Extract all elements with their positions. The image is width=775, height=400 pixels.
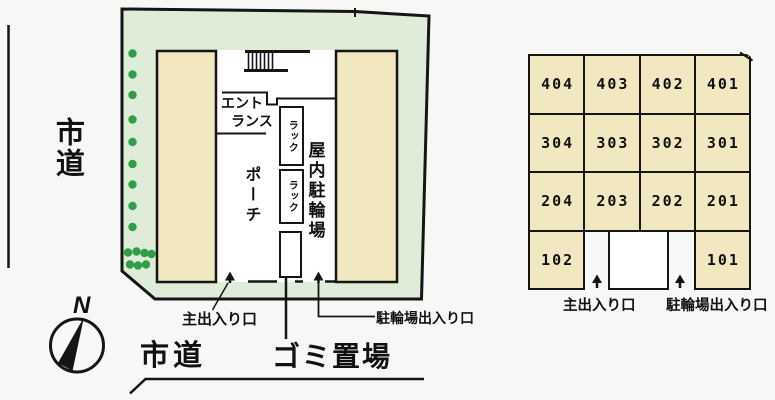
grid-corner-cut: [733, 44, 759, 62]
unit-cell-302: 302: [638, 112, 696, 173]
right-building: [334, 49, 399, 284]
unit-cell-204: 204: [528, 171, 586, 232]
bike-rack-1-label: ラック: [286, 119, 298, 153]
unit-cell-201: 201: [693, 171, 751, 232]
garbage-box: [279, 231, 302, 278]
entrance-label-line2: ランス: [231, 113, 273, 129]
unit-cell-202: 202: [638, 171, 696, 232]
grid-main-exit-label: 主出入り口: [563, 298, 636, 314]
main-exit-leader-line: [211, 282, 229, 311]
west-road-label: 市道: [51, 117, 84, 179]
south-road-label: 市道: [140, 340, 207, 372]
stairs-icon: [244, 50, 310, 72]
unit-cell-403: 403: [583, 54, 641, 115]
bike-rack-2-label: ラック: [286, 180, 298, 213]
courtyard-area: [216, 50, 336, 282]
bike-exit-leader-line: [317, 282, 375, 318]
bike-rack-2-box: [279, 169, 304, 224]
garbage-area-label: ゴミ置場: [272, 341, 393, 372]
unit-cell-301: 301: [693, 112, 751, 173]
unit-cell-401: 401: [693, 54, 751, 115]
bike-rack-1-box: [279, 106, 304, 166]
unit-cell-404: 404: [528, 54, 586, 115]
entrance-label-line1: エント: [221, 95, 263, 111]
entrance-step-line: [222, 91, 336, 106]
grid-bike-exit-label: 駐輪場出入り口: [666, 298, 768, 314]
tree-dots: [123, 49, 156, 270]
porch-label: ポーチ: [242, 166, 260, 226]
left-building: [155, 49, 218, 284]
compass-icon: [49, 317, 105, 374]
south-road-line: [129, 377, 424, 395]
unit-cell-101: 101: [693, 229, 751, 290]
unit-cell-402: 402: [638, 54, 696, 115]
site-main-exit-label: 主出入り口: [182, 311, 258, 328]
unit-cell-303: 303: [583, 112, 641, 173]
grid-entrance-hall-box: [608, 229, 669, 290]
indoor-bike-parking-label: 屋内駐輪場: [305, 141, 325, 241]
unit-cell-102: 102: [528, 229, 586, 290]
compass-north-label: N: [73, 292, 91, 319]
main-exit-arrow-icon: [225, 271, 235, 283]
unit-cell-203: 203: [583, 171, 641, 232]
site-bike-exit-label: 駐輪場出入り口: [376, 310, 474, 326]
grid-bike-exit-arrow-icon: [675, 274, 685, 288]
unit-cell-304: 304: [528, 112, 586, 173]
grid-main-exit-arrow-icon: [592, 274, 602, 288]
